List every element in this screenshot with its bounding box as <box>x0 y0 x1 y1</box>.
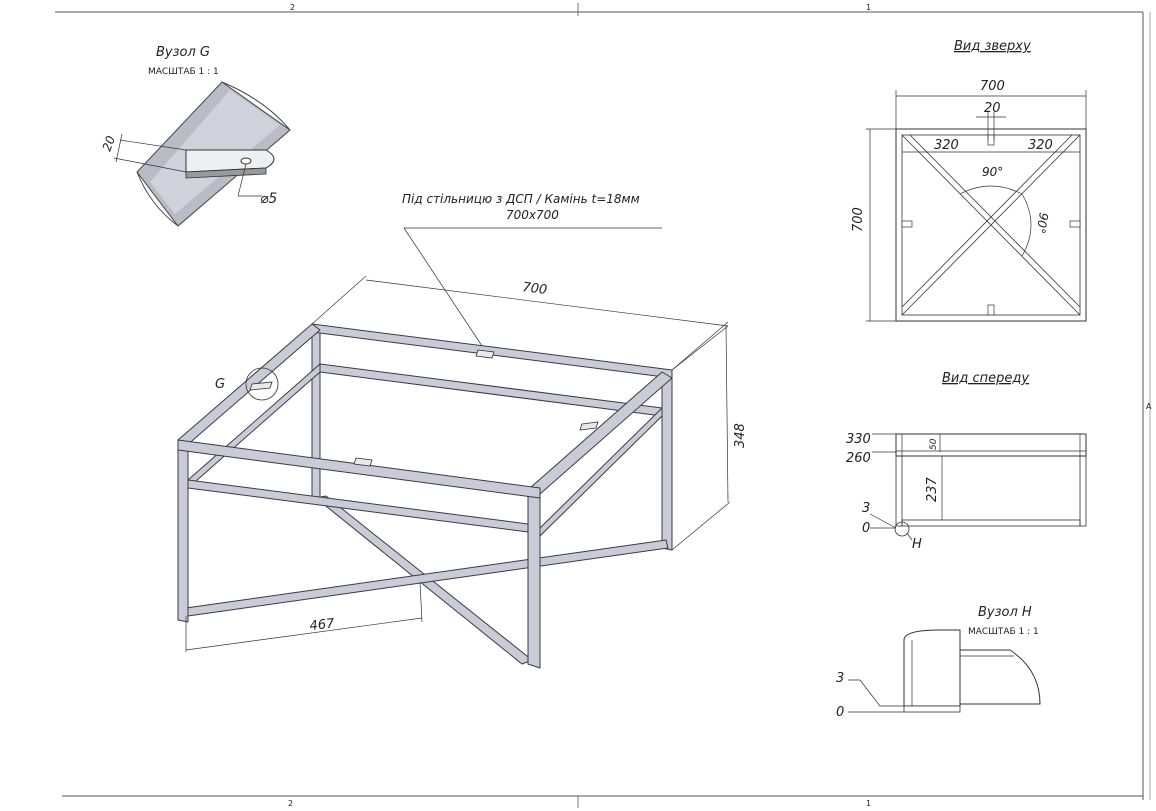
top-view-outer <box>895 128 1087 322</box>
iso-frame <box>177 323 673 669</box>
iso-dim-top <box>311 275 729 371</box>
detail-h-brace <box>959 649 1041 705</box>
top-view-dim-left: 320 <box>934 138 959 153</box>
top-view-angle-arc-right <box>1021 193 1032 257</box>
sheet-frame <box>55 3 1151 808</box>
front-view-leg-right <box>1079 455 1087 527</box>
detail-g-hole <box>240 157 252 165</box>
detail-h: Вузол H МАСШТАБ 1 : 1 3 0 <box>836 605 1041 720</box>
detail-g-scale: МАСШТАБ 1 : 1 <box>148 67 219 77</box>
front-view-dim-50: 50 <box>929 438 939 450</box>
top-view-angle-top: 90° <box>982 165 1003 179</box>
front-view-callout-h: H <box>912 537 922 552</box>
detail-g-tube-edge <box>136 171 179 227</box>
detail-h-foot <box>903 705 961 713</box>
top-view-tab-right <box>1069 220 1081 228</box>
zone-label-top-left: 2 <box>290 3 295 12</box>
iso-dim-height <box>671 325 731 551</box>
top-view-tabs <box>901 134 1081 316</box>
detail-h-title: Вузол H <box>978 605 1032 620</box>
iso-leg-back-left <box>311 327 321 501</box>
top-view-braces <box>901 134 1081 316</box>
top-view-title: Вид зверху <box>954 39 1031 54</box>
iso-tabs <box>249 349 599 467</box>
front-view-leg-left <box>895 455 903 527</box>
top-view-dim-right: 320 <box>1028 138 1053 153</box>
front-view-bottom-brace <box>901 519 1081 527</box>
top-view-dim-width: 700 <box>980 79 1005 94</box>
front-view-level-0: 0 <box>862 521 870 536</box>
front-view-level-260: 260 <box>846 451 871 466</box>
detail-h-level-3: 3 <box>836 671 844 686</box>
top-view-angle-right: 90° <box>1033 211 1050 234</box>
iso-dim-top-value: 700 <box>522 280 548 298</box>
detail-g-tab-front <box>185 167 267 179</box>
iso-rail-front-top <box>177 439 541 499</box>
iso-leg-front-right <box>527 487 541 669</box>
iso-leg-back-right <box>661 371 673 551</box>
front-view-title: Вид спереду <box>942 371 1029 386</box>
iso-dim-base-value: 467 <box>309 616 336 634</box>
top-view-dim-height: 700 <box>851 207 866 232</box>
front-view-top-rail <box>895 433 1087 457</box>
iso-dim-height-value: 348 <box>733 423 748 448</box>
zone-label-bottom-right: 1 <box>866 799 871 808</box>
top-view-tab-left <box>901 220 913 228</box>
front-view-dim-237: 237 <box>925 476 940 502</box>
front-view-level-3: 3 <box>862 501 870 516</box>
top-view-angle-arc-top <box>959 185 1023 195</box>
tabletop-note-line2: 700х700 <box>506 208 559 222</box>
tabletop-note-line1: Під стільницю з ДСП / Камінь t=18мм <box>402 192 640 206</box>
top-view-tab-top <box>987 134 995 146</box>
iso-callout-g-circle <box>245 367 279 401</box>
front-view-callout-h-circle <box>894 521 910 537</box>
zone-label-top-right: 1 <box>866 3 871 12</box>
iso-rail-back-mid <box>319 363 663 417</box>
detail-g-dim-hole: ⌀5 <box>260 191 277 207</box>
iso-tab-right <box>579 421 599 431</box>
iso-rail-front-mid <box>187 479 529 533</box>
iso-dim-base <box>185 581 423 652</box>
detail-g: Вузол G МАСШТАБ 1 : 1 20 ⌀5 <box>100 45 291 227</box>
iso-tab-back <box>475 349 495 359</box>
iso-tab-front <box>353 457 373 467</box>
detail-g-title: Вузол G <box>156 45 210 60</box>
tabletop-note: Під стільницю з ДСП / Камінь t=18мм 700х… <box>402 192 662 353</box>
iso-leg-front-left <box>177 439 189 623</box>
detail-g-tube-arc <box>221 81 291 131</box>
iso-tab-left <box>249 381 273 391</box>
top-view-tab-bottom <box>987 304 995 316</box>
detail-h-level-0: 0 <box>836 705 844 720</box>
front-view: Вид спереду 330 260 3 0 50 237 H <box>846 371 1087 552</box>
zone-label-right-edge: A <box>1146 402 1152 411</box>
front-view-level-330: 330 <box>846 432 871 447</box>
zone-label-bottom-left: 2 <box>288 799 293 808</box>
detail-h-scale: МАСШТАБ 1 : 1 <box>968 627 1039 637</box>
top-view: Вид зверху 700 20 320 320 <box>851 39 1087 322</box>
iso-callout-g-label: G <box>215 377 225 392</box>
detail-h-leg <box>903 629 961 707</box>
top-view-dim-tab: 20 <box>984 101 1001 116</box>
iso-brace-b <box>185 539 669 617</box>
detail-g-dim-width: 20 <box>100 134 119 153</box>
